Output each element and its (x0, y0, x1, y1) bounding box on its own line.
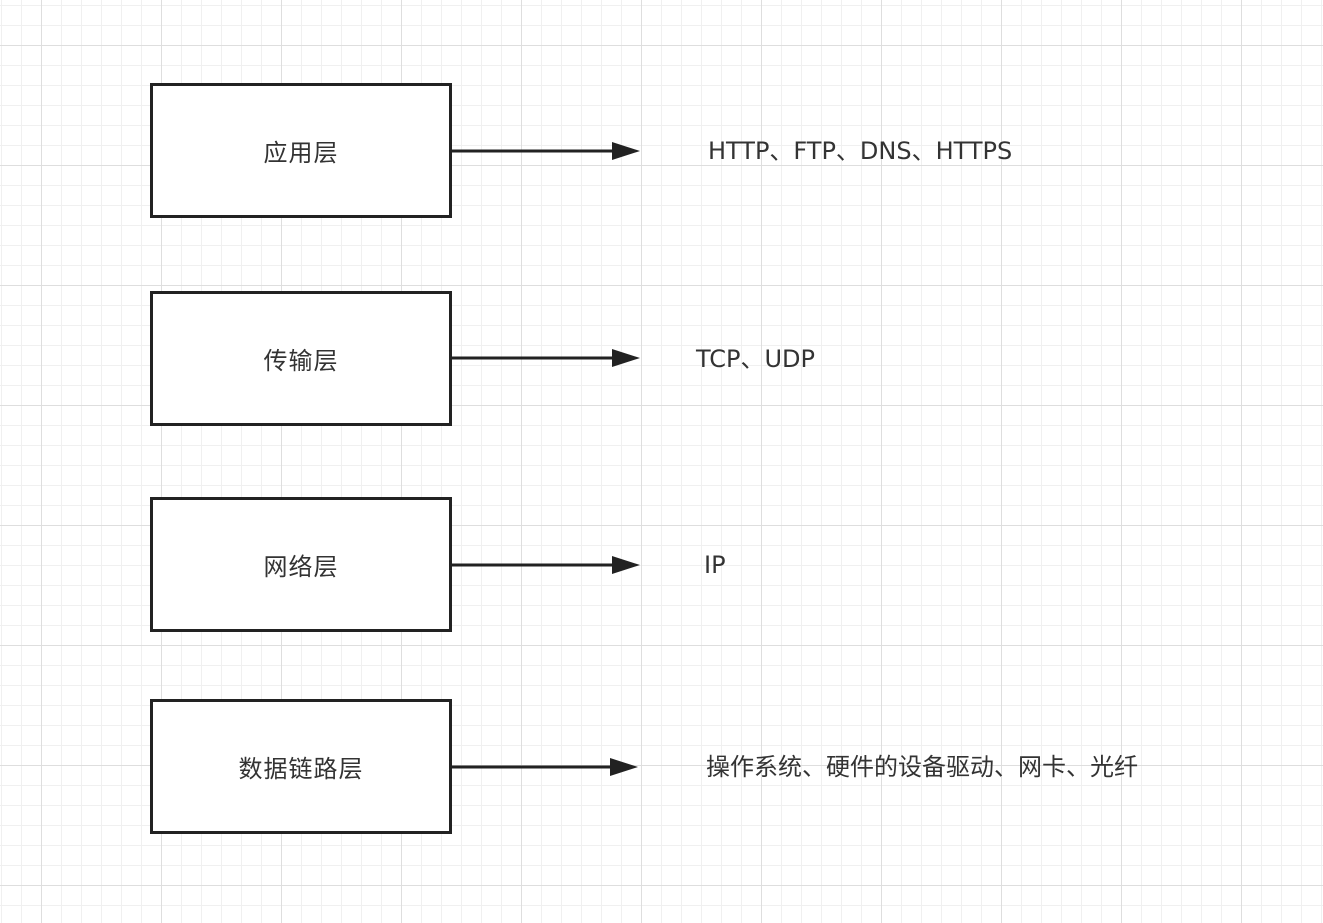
layer-box-application: 应用层 (150, 83, 452, 218)
arrow-application (451, 142, 640, 160)
protocols-network: IP (704, 551, 726, 579)
layer-box-network: 网络层 (150, 497, 452, 632)
arrow-datalink (451, 758, 638, 776)
layer-label-network: 网络层 (263, 553, 339, 581)
layer-label-application: 应用层 (263, 139, 339, 167)
protocols-application: HTTP、FTP、DNS、HTTPS (708, 137, 1013, 165)
layer-label-datalink: 数据链路层 (238, 755, 364, 783)
arrow-network (451, 556, 640, 574)
protocols-datalink: 操作系统、硬件的设备驱动、网卡、光纤 (706, 753, 1138, 781)
layer-label-transport: 传输层 (263, 347, 339, 375)
layer-box-datalink: 数据链路层 (150, 699, 452, 834)
arrow-transport (451, 349, 640, 367)
layer-box-transport: 传输层 (150, 291, 452, 426)
protocols-transport: TCP、UDP (696, 345, 816, 373)
